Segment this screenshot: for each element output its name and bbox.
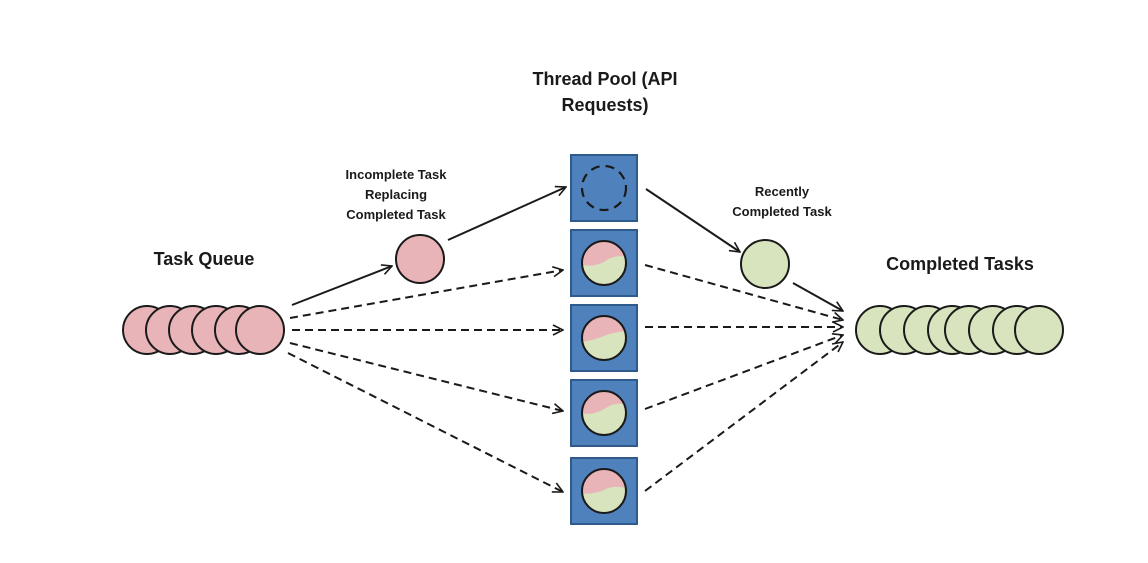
completed-tasks: [855, 305, 1064, 355]
dashed-arrow: [287, 352, 563, 493]
recently-completed-label: Recently Completed Task: [712, 182, 852, 222]
arrow-slot-to-recent: [645, 188, 740, 252]
thread-pool: [570, 154, 638, 525]
recently-completed-label-line2: Completed Task: [732, 204, 832, 219]
recently-completed-task-circle: [740, 239, 790, 289]
dashed-arrow: [289, 270, 563, 319]
task-queue: [122, 305, 285, 355]
dashed-arrow: [644, 264, 843, 320]
incomplete-task-circle: [395, 234, 445, 284]
arrow-queue-to-incomplete: [291, 266, 392, 306]
dashed-arrow: [289, 342, 563, 411]
thread-pool-title-line1: Thread Pool (API: [532, 69, 678, 89]
in-progress-task: [582, 316, 626, 360]
empty-slot-circle: [580, 164, 628, 212]
arrow-incomplete-to-slot: [447, 187, 566, 241]
queue-to-pool-arrows: [287, 270, 563, 493]
pool-to-completed-arrows: [644, 264, 843, 492]
recently-completed-label-line1: Recently: [754, 184, 810, 199]
completed-tasks-label: Completed Tasks: [886, 254, 1034, 274]
thread-pool-title: Thread Pool (API Requests): [520, 66, 690, 118]
arrow-recent-to-completed: [792, 282, 843, 311]
task-queue-label: Task Queue: [153, 249, 255, 269]
incomplete-task-label-line2: Replacing: [364, 187, 428, 202]
completed-task: [1014, 305, 1064, 355]
thread-pool-title-line2: Requests): [561, 95, 649, 115]
incomplete-task-label: Incomplete Task Replacing Completed Task: [325, 165, 467, 225]
queued-task: [235, 305, 285, 355]
dashed-arrow: [644, 342, 843, 492]
incomplete-task-label-line1: Incomplete Task: [345, 167, 447, 182]
dashed-arrow: [644, 335, 843, 410]
incomplete-task-label-line3: Completed Task: [346, 207, 446, 222]
